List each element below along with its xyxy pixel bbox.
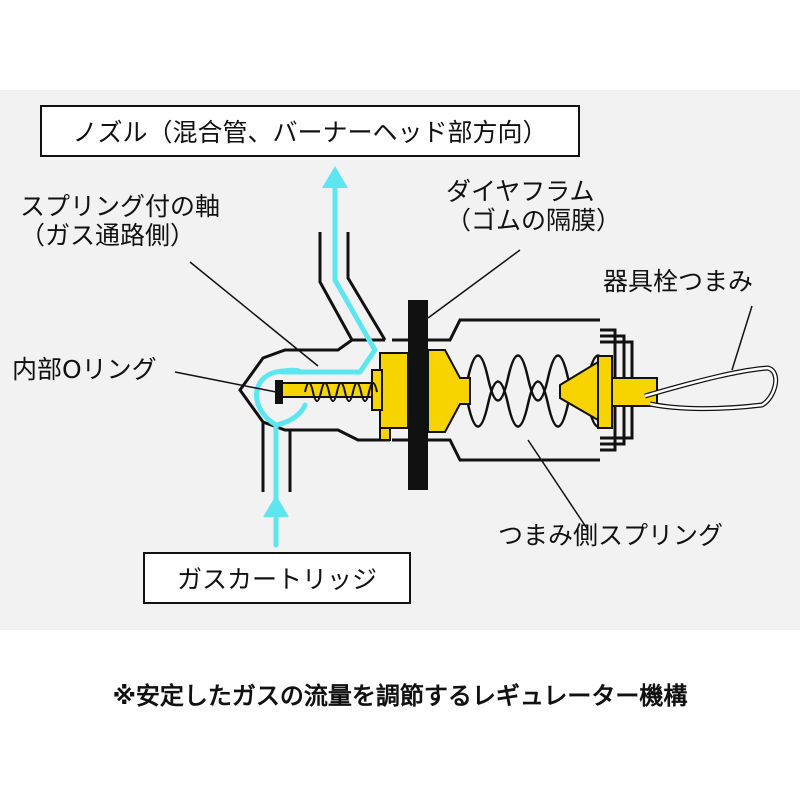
- diaphragm-piston: [427, 349, 471, 433]
- spring-shaft-label: スプリング付の軸 （ガス通路側）: [20, 192, 221, 251]
- spring-shaft-label-line2: （ガス通路側）: [20, 220, 196, 250]
- knob-stem: [559, 355, 658, 429]
- inner-oring-label: 内部Oリング: [12, 355, 157, 384]
- diaphragm: [408, 300, 428, 490]
- spring-shaft-label-line1: スプリング付の軸: [20, 192, 221, 221]
- diaphragm-label: ダイヤフラム （ゴムの隔膜）: [446, 177, 622, 236]
- valve-knob-handle: [644, 365, 779, 412]
- cartridge-label-box: ガスカートリッジ: [143, 552, 411, 604]
- gas-side-spring: [304, 382, 378, 402]
- valve-knob-label: 器具栓つまみ: [603, 267, 754, 296]
- diaphragm-label-line1: ダイヤフラム: [446, 177, 595, 206]
- gas-outlet-arrow: [322, 166, 348, 188]
- regulator-drawing: [174, 166, 779, 548]
- spring-shaft: [277, 352, 409, 441]
- diaphragm-label-line2: （ゴムの隔膜）: [446, 205, 622, 235]
- leader-lines: [174, 249, 753, 531]
- caption: ※安定したガスの流量を調節するレギュレーター機構: [112, 682, 688, 710]
- cartridge-label: ガスカートリッジ: [176, 565, 377, 594]
- nozzle-label-box: ノズル（混合管、バーナーヘッド部方向）: [40, 105, 580, 157]
- regulator-diagram: ノズル（混合管、バーナーヘッド部方向） スプリング付の軸 （ガス通路側） ダイヤ…: [0, 90, 800, 630]
- nozzle-label: ノズル（混合管、バーナーヘッド部方向）: [72, 118, 548, 147]
- knob-spring-label: つまみ側スプリング: [498, 521, 724, 550]
- gas-inlet-arrow: [263, 495, 289, 517]
- inner-oring: [275, 380, 283, 404]
- gas-flow-path: [254, 182, 378, 548]
- cartridge-inlet-tube: [261, 422, 292, 492]
